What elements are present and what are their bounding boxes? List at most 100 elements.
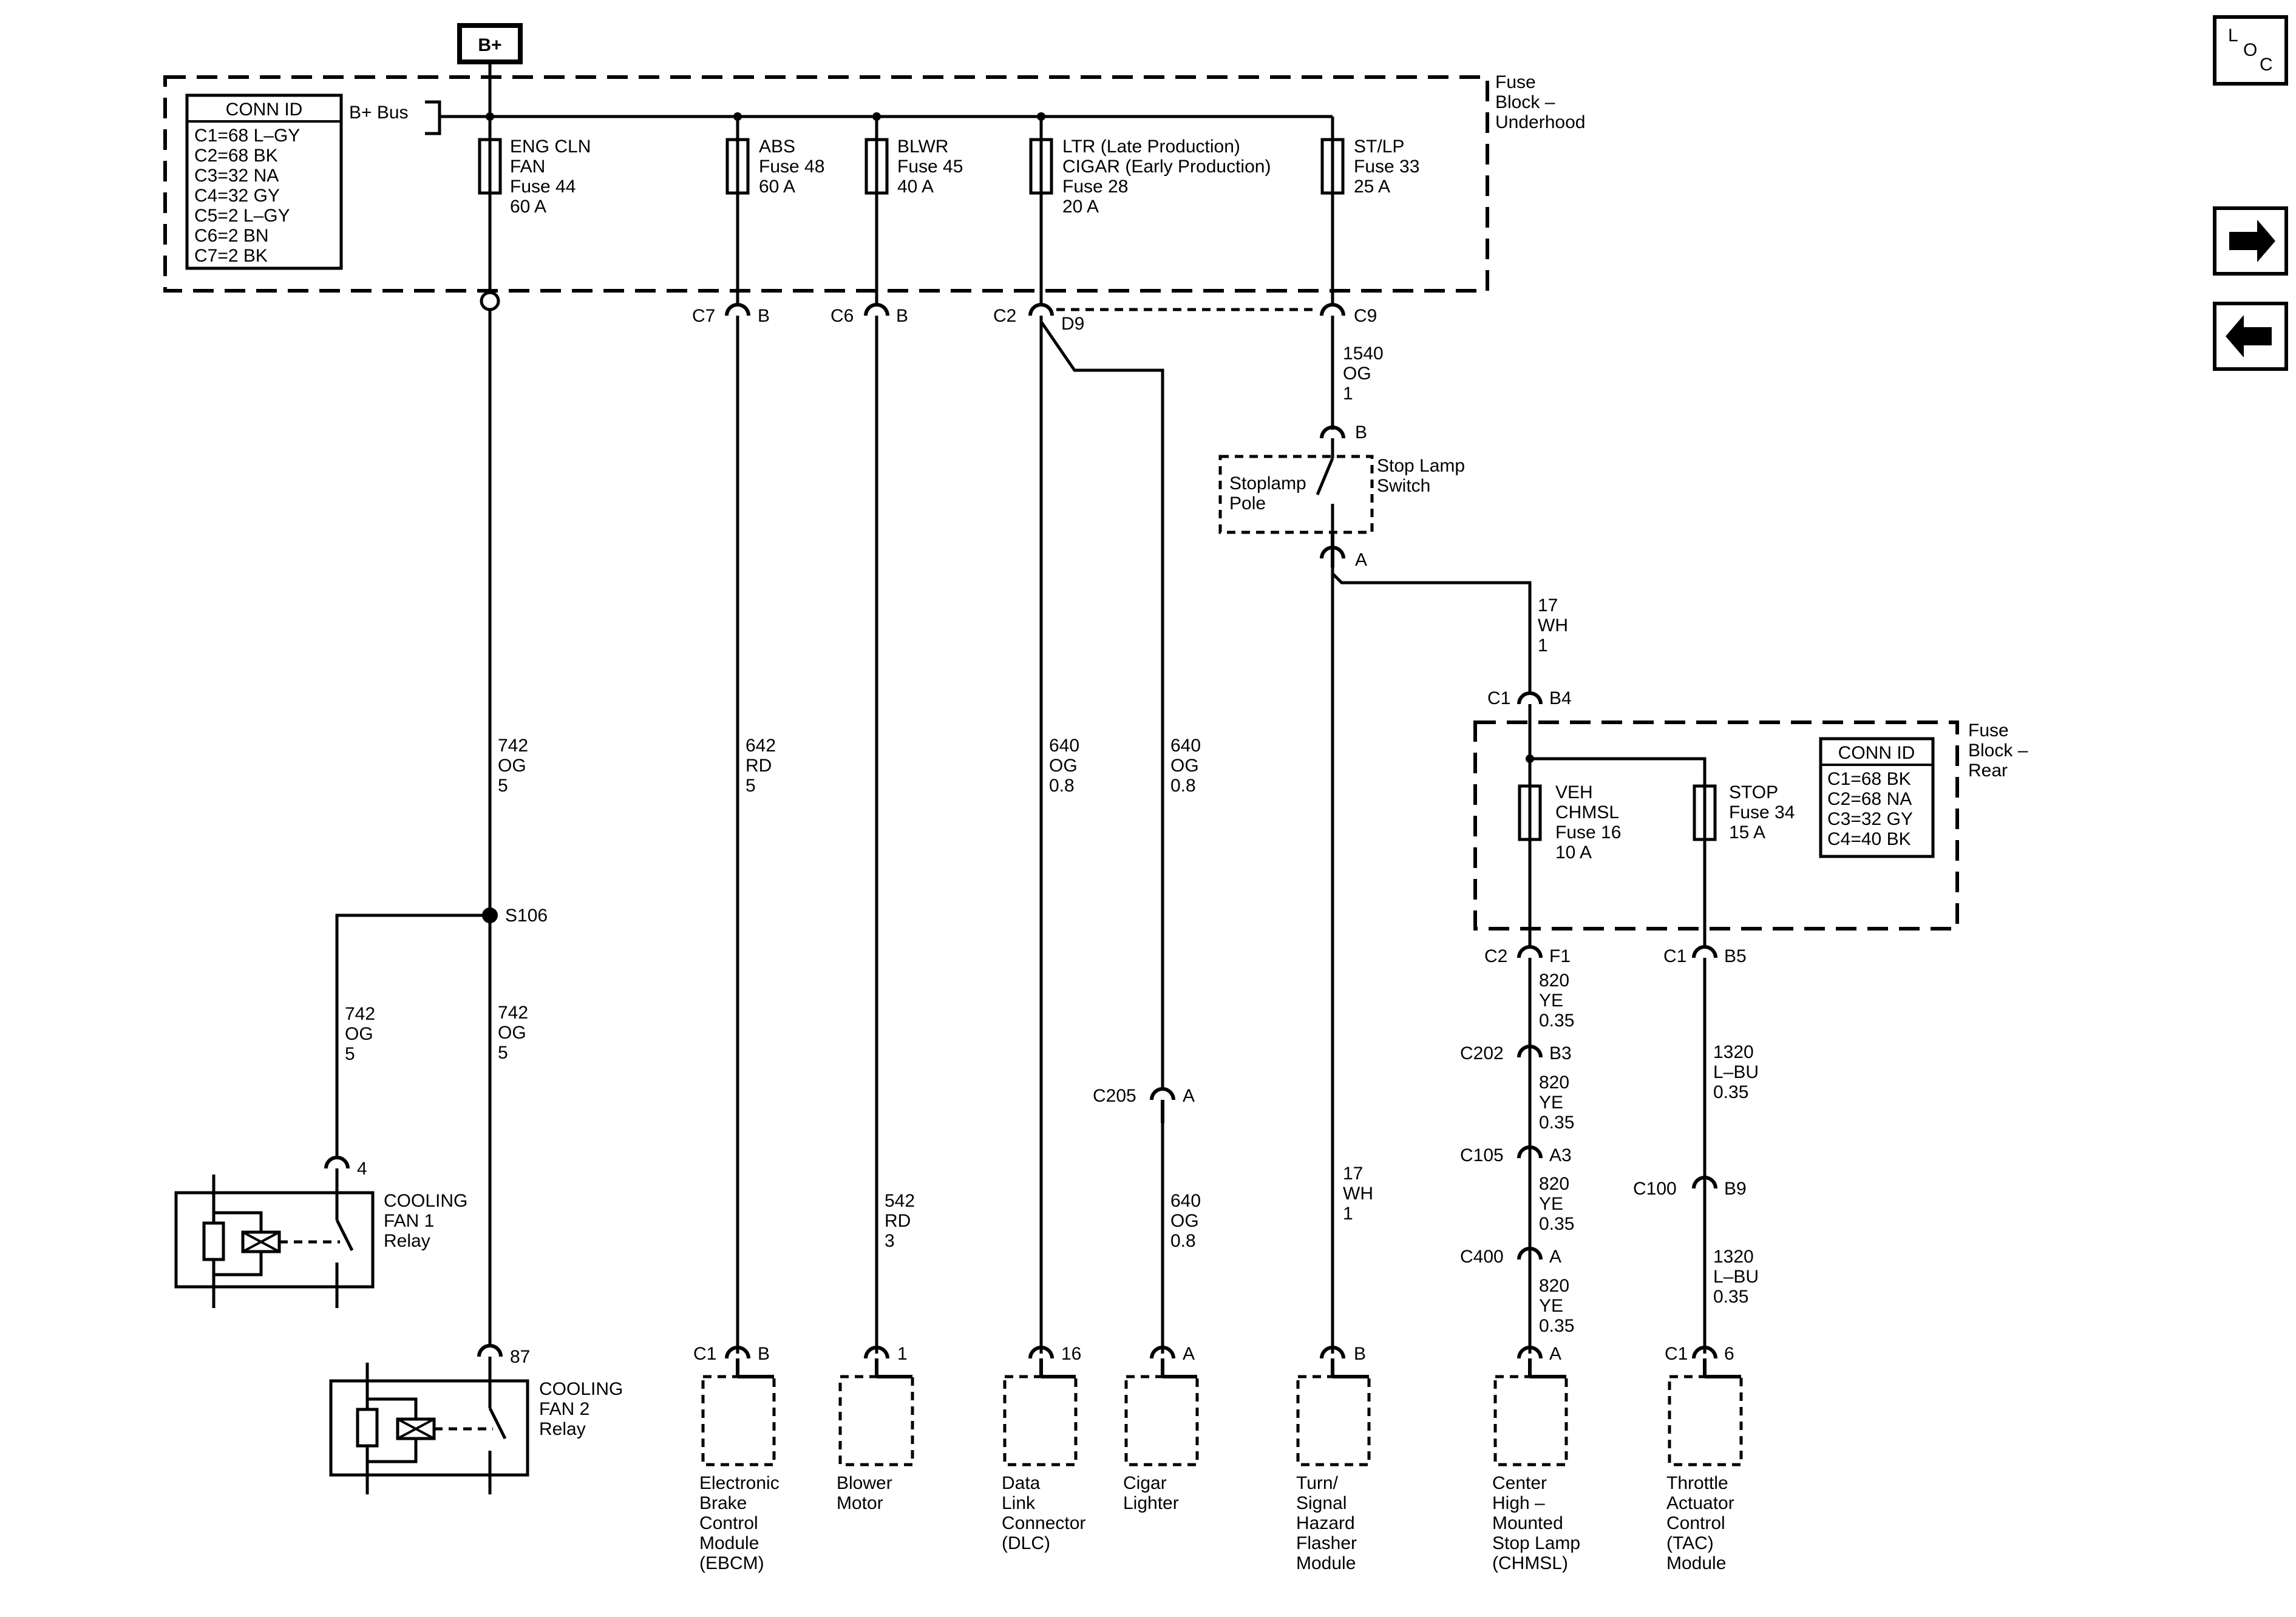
connector-c105: C105 A3 [1460, 1145, 1572, 1165]
svg-text:D9: D9 [1061, 314, 1084, 334]
stoplamp-pole-label: Stoplamp Pole [1229, 473, 1311, 514]
fuse-block-underhood-outline [163, 75, 1489, 293]
cooling-fan-2-relay: 87 COOLING FAN 2 Relay [329, 1344, 628, 1494]
bplus-terminal: B+ [457, 23, 523, 117]
arrow-left-icon [2226, 315, 2272, 358]
fuse-abs-label: ABS Fuse 48 60 A [759, 137, 830, 197]
splice-s106-label: S106 [505, 906, 548, 926]
svg-text:C205: C205 [1093, 1086, 1136, 1106]
previous-page-button[interactable] [2213, 302, 2288, 371]
svg-text:C7=2 BK: C7=2 BK [194, 246, 268, 266]
fuse-block-underhood-label: Fuse Block – Underhood [1495, 72, 1585, 132]
svg-text:87: 87 [510, 1347, 530, 1367]
fuse-stop: STOP Fuse 34 15 A [1693, 782, 1795, 947]
svg-text:C3=32 NA: C3=32 NA [194, 166, 279, 186]
connector-blower: 1 [864, 1344, 908, 1364]
connector-c100: C100 B9 [1633, 1176, 1747, 1199]
wire-742-relay1 [335, 914, 490, 1156]
wire-1540-label: 1540 OG 1 [1343, 344, 1388, 404]
svg-text:C9: C9 [1354, 306, 1377, 326]
loc-letter-o: O [2243, 40, 2257, 60]
wire-820-label-4: 820 YE 0.35 [1539, 1276, 1574, 1336]
component-ebcm: Electronic Brake Control Module (EBCM) [699, 1358, 784, 1573]
connector-dlc: 16 [1028, 1344, 1081, 1364]
svg-text:B: B [1355, 422, 1367, 442]
connector-c2-f1: C2 F1 [1484, 945, 1571, 966]
svg-text:F1: F1 [1549, 946, 1571, 966]
wire-17-rear-label: 17 WH 1 [1538, 595, 1573, 656]
svg-text:C1: C1 [1487, 688, 1510, 708]
connector-c2-d9: C2 D9 [993, 303, 1084, 334]
svg-text:C105: C105 [1460, 1145, 1504, 1165]
svg-text:C1: C1 [1665, 1344, 1688, 1364]
stop-lamp-switch: B A Stoplamp Pole Stop Lamp Switch [1218, 422, 1470, 570]
bus-bracket [425, 100, 441, 135]
fuse-eng-cln-fan-label: ENG CLN FAN Fuse 44 60 A [510, 137, 596, 217]
svg-text:C100: C100 [1633, 1179, 1677, 1199]
conn-id-table-underhood: CONN ID C1=68 L–GY C2=68 BK C3=32 NA C4=… [185, 93, 343, 270]
svg-text:C202: C202 [1460, 1043, 1504, 1063]
svg-text:16: 16 [1061, 1344, 1081, 1364]
svg-text:Throttle Actuator: Throttle Actuator Control (TAC) Module [1666, 1473, 1739, 1573]
component-turn-hazard-flasher: Turn/ Signal Hazard Flasher Module [1296, 1358, 1371, 1573]
svg-text:6: 6 [1724, 1344, 1734, 1364]
svg-text:B: B [896, 306, 908, 326]
svg-text:A3: A3 [1549, 1145, 1572, 1165]
loc-letter-c: C [2260, 55, 2273, 75]
svg-text:C6: C6 [830, 306, 854, 326]
svg-text:4: 4 [357, 1159, 367, 1179]
wire-640-cigar-label-lower: 640 OG 0.8 [1170, 1191, 1206, 1251]
fuse-ltr-cigar: LTR (Late Production) CIGAR (Early Produ… [1029, 117, 1276, 303]
wire-640-cigar-label-upper: 640 OG 0.8 [1170, 736, 1206, 796]
fuse-blwr: BLWR Fuse 45 40 A [864, 117, 968, 303]
svg-text:C2: C2 [1484, 946, 1507, 966]
svg-text:C7: C7 [692, 306, 715, 326]
fuse-stlp: ST/LP Fuse 33 25 A [1320, 117, 1419, 303]
arrow-right-icon [2229, 220, 2275, 262]
svg-text:VEH CHMSL Fuse 16: VEH CHMSL Fuse 16 10 A [1555, 782, 1626, 863]
svg-text:B9: B9 [1724, 1179, 1747, 1199]
svg-text:A: A [1183, 1344, 1195, 1364]
next-page-button[interactable] [2213, 206, 2288, 276]
fuse-blwr-label: BLWR Fuse 45 40 A [897, 137, 968, 197]
cooling-fan-1-relay-label: COOLING FAN 1 Relay [384, 1191, 473, 1251]
svg-text:C1=68 L–GY: C1=68 L–GY [194, 126, 300, 146]
svg-text:Electronic Brake C: Electronic Brake Control Module (EBCM) [699, 1473, 784, 1573]
fuse-block-rear-outline [1473, 720, 1959, 931]
svg-text:C1: C1 [1663, 946, 1686, 966]
component-blower-motor: Blower Motor [837, 1358, 914, 1513]
loc-button[interactable]: L O C [2213, 15, 2288, 86]
connector-ebcm: C1 B [693, 1344, 770, 1364]
svg-text:Cigar Lighter: Cigar Lighter [1123, 1473, 1179, 1513]
wire-642-label: 642 RD 5 [746, 736, 781, 796]
svg-text:B: B [758, 1344, 770, 1364]
fuse-eng-cln-fan: ENG CLN FAN Fuse 44 60 A [478, 117, 596, 311]
svg-text:A: A [1549, 1344, 1561, 1364]
svg-text:B: B [1354, 1344, 1366, 1364]
wire-640-dlc-label: 640 OG 0.8 [1049, 736, 1084, 796]
connector-c6: C6 B [830, 303, 908, 326]
stop-lamp-switch-label: Stop Lamp Switch [1377, 456, 1470, 496]
svg-text:C4=32 GY: C4=32 GY [194, 186, 280, 206]
svg-text:A: A [1183, 1086, 1195, 1106]
svg-text:CONN ID: CONN ID [1838, 743, 1915, 763]
svg-text:C2=68 BK: C2=68 BK [194, 146, 278, 166]
svg-text:B4: B4 [1549, 688, 1572, 708]
wire-742-relay1-label: 742 OG 5 [345, 1004, 380, 1064]
fuse-ltr-cigar-label: LTR (Late Production) CIGAR (Early Produ… [1062, 137, 1276, 217]
component-cigar-lighter: Cigar Lighter [1123, 1358, 1199, 1513]
svg-text:C400: C400 [1460, 1247, 1504, 1267]
svg-text:C6=2 BN: C6=2 BN [194, 226, 269, 246]
svg-text:C4=40 BK: C4=40 BK [1827, 829, 1911, 849]
connector-c400: C400 A [1460, 1247, 1561, 1267]
svg-text:A: A [1549, 1247, 1561, 1267]
connector-c202: C202 B3 [1460, 1043, 1572, 1063]
connector-c7: C7 B [692, 303, 770, 326]
cooling-fan-2-relay-label: COOLING FAN 2 Relay [539, 1379, 628, 1439]
fuse-veh-chmsl: VEH CHMSL Fuse 16 10 A [1518, 782, 1626, 947]
fuse-abs: ABS Fuse 48 60 A [725, 117, 830, 303]
svg-text:B: B [758, 306, 770, 326]
wire-820-label-2: 820 YE 0.35 [1539, 1073, 1574, 1133]
svg-text:A: A [1355, 550, 1367, 570]
